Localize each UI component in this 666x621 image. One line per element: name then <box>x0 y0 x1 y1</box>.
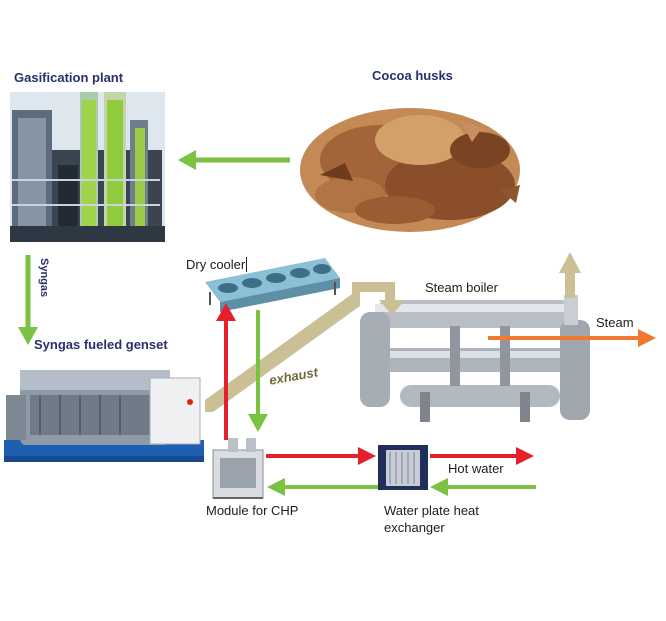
arrow-steam <box>488 329 656 347</box>
arrow-boiler-flue <box>559 252 581 298</box>
dry-cooler-image <box>205 258 340 312</box>
arrow-syngas-to-genset <box>18 255 38 345</box>
label-water-plate-2: exchanger <box>384 520 445 535</box>
arrow-exchanger-to-module <box>267 478 378 496</box>
label-syngas-genset: Syngas fueled genset <box>34 337 168 352</box>
cocoa-husks-image <box>300 108 520 232</box>
genset-image <box>4 370 204 462</box>
label-module-chp: Module for CHP <box>206 503 299 518</box>
arrow-module-to-exchanger <box>266 447 376 465</box>
label-hot-water: Hot water <box>448 461 504 476</box>
gasification-plant-image <box>10 92 165 242</box>
steam-boiler-image <box>360 295 590 422</box>
label-dry-cooler: Dry cooler <box>186 257 248 272</box>
chp-module-image <box>212 438 264 499</box>
arrow-exhaust-to-boiler <box>205 282 405 412</box>
label-steam-boiler: Steam boiler <box>425 280 498 295</box>
label-syngas: Syngas <box>38 258 50 298</box>
heat-exchanger-image <box>378 445 428 490</box>
arrow-husks-to-gasification <box>178 150 290 170</box>
arrow-hot-to-drycooler <box>216 303 236 440</box>
label-gasification-plant: Gasification plant <box>14 70 124 85</box>
label-water-plate-1: Water plate heat <box>384 503 479 518</box>
arrow-return-to-exchanger <box>430 478 536 496</box>
label-cocoa-husks: Cocoa husks <box>372 68 453 83</box>
arrow-hot-water-out <box>430 447 534 465</box>
arrow-cold-from-drycooler <box>248 310 268 432</box>
label-steam: Steam <box>596 315 634 330</box>
